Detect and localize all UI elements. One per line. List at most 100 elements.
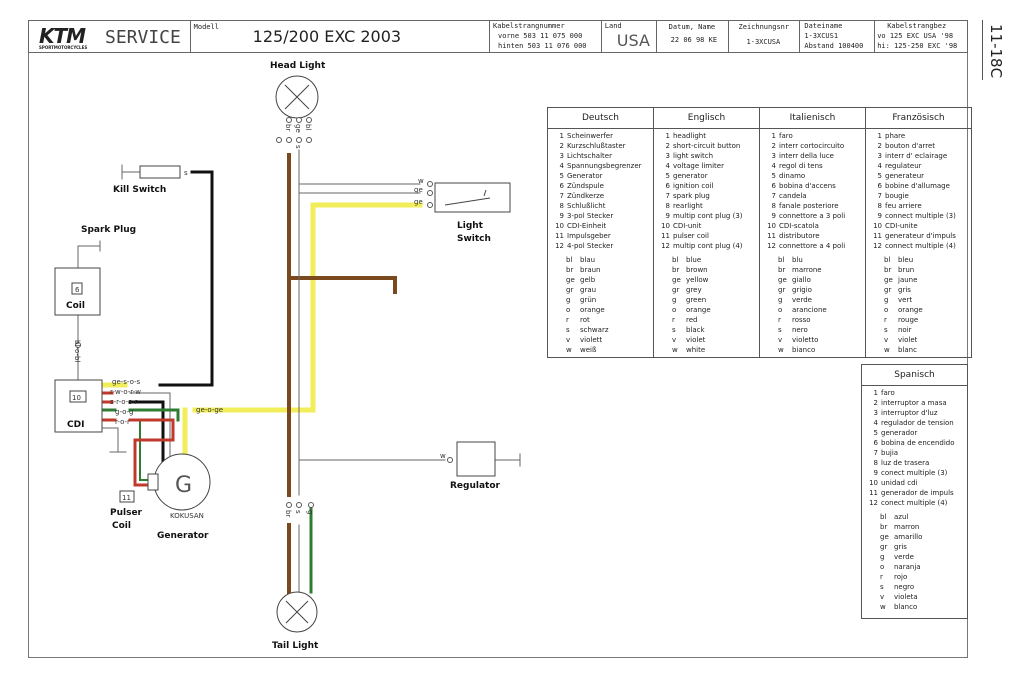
- legend-item-number: 6: [665, 182, 670, 190]
- bez-cell: Kabelstrangbez vo 125 EXC USA '98 hi: 12…: [875, 21, 967, 52]
- legend-item-text: CDI-unit: [673, 222, 702, 230]
- abstand-value: Abstand 100400: [804, 42, 864, 50]
- legend-item-number: 7: [559, 192, 564, 200]
- color-code: w: [880, 603, 886, 611]
- ktm-logo: KTM: [39, 24, 86, 48]
- legend-item-text: Schlußlicht: [567, 202, 606, 210]
- wire-label-hl-bl: bl: [304, 124, 312, 130]
- wire-label-cdi-2: r-w-o-r-w: [110, 388, 141, 396]
- legend-item-text: faro: [779, 132, 793, 140]
- legend-item-text: Spannungsbegrenzer: [567, 162, 642, 170]
- legend-item-text: interr d' eclairage: [885, 152, 948, 160]
- color-code: gr: [778, 286, 786, 294]
- color-code: br: [880, 523, 888, 531]
- legend-item-number: 7: [873, 449, 878, 457]
- regulator-box: [456, 441, 496, 477]
- color-name: bianco: [792, 346, 816, 354]
- legend-item-number: 1: [877, 132, 882, 140]
- color-code: ge: [672, 276, 681, 284]
- yellow-wire: [97, 202, 423, 473]
- color-code: br: [884, 266, 892, 274]
- color-code: v: [880, 593, 885, 601]
- legend-item-text: Lichtschalter: [567, 152, 612, 160]
- color-name: orange: [580, 306, 605, 314]
- ktm-logo-sub: SPORTMOTORCYCLES: [39, 45, 88, 50]
- color-name: violett: [580, 336, 603, 344]
- color-code-item: o arancione: [764, 305, 861, 315]
- color-code: s: [672, 326, 676, 334]
- color-code: br: [778, 266, 786, 274]
- grey-wire: [77, 149, 521, 596]
- legend-item-text: CDI-Einheit: [567, 222, 607, 230]
- legend-item-text: unidad cdi: [881, 479, 918, 487]
- legend-item-number: 9: [877, 212, 882, 220]
- color-name: schwarz: [580, 326, 609, 334]
- legend-item-number: 10: [873, 222, 882, 230]
- bez-vo: vo 125 EXC USA '98: [877, 32, 954, 40]
- legend-item-text: bouton d'arret: [885, 142, 936, 150]
- legend-item-text: voltage limiter: [673, 162, 724, 170]
- color-code-item: s schwarz: [552, 325, 649, 335]
- datum-label: Datum, Name: [668, 23, 716, 31]
- color-code: v: [672, 336, 677, 344]
- color-name: rouge: [898, 316, 919, 324]
- color-name: brun: [898, 266, 915, 274]
- color-name: noir: [898, 326, 912, 334]
- legend-item-text: faro: [881, 389, 895, 397]
- cdi-label: CDI: [67, 420, 84, 430]
- wire-label-ls-3: ge: [414, 198, 423, 206]
- color-name: arancione: [792, 306, 827, 314]
- bez-label: Kabelstrangbez: [887, 22, 947, 30]
- light-switch-label-1: Light: [457, 221, 484, 231]
- zeichnung-label: Zeichnungsnr: [738, 23, 790, 31]
- color-code: w: [778, 346, 784, 354]
- color-name: violet: [898, 336, 918, 344]
- color-name: verde: [792, 296, 812, 304]
- black-wire: [128, 170, 214, 472]
- color-name: marron: [894, 523, 920, 531]
- color-code: o: [672, 306, 677, 314]
- wire-label-cdi-5: r-o-r: [115, 418, 130, 426]
- color-code: gr: [672, 286, 680, 294]
- color-name: orange: [686, 306, 711, 314]
- legend-item-text: generador: [881, 429, 918, 437]
- color-code: o: [778, 306, 783, 314]
- wire-label-ls-1: w: [418, 177, 424, 185]
- legend-item-number: 11: [555, 232, 564, 240]
- title-block: KTM SPORTMOTORCYCLES SERVICE Modell 125/…: [28, 20, 968, 53]
- legend-item-number: 8: [665, 202, 670, 210]
- color-code-item: br marron: [866, 522, 963, 532]
- color-code: o: [884, 306, 889, 314]
- legend-item-text: conect multiple (3): [881, 469, 948, 477]
- legend-item-text: bujia: [881, 449, 899, 457]
- color-code: g: [566, 296, 571, 304]
- color-code: bl: [566, 256, 573, 264]
- color-name: grigio: [792, 286, 812, 294]
- pulser-coil-label-1: Pulser: [110, 508, 143, 518]
- color-name: blau: [580, 256, 596, 264]
- legend-item-number: 7: [877, 192, 882, 200]
- legend-item-text: rearlight: [673, 202, 703, 210]
- red-wire: [100, 391, 175, 487]
- color-code: gr: [566, 286, 574, 294]
- page-number: 11-18C: [982, 20, 1009, 80]
- color-code: s: [566, 326, 570, 334]
